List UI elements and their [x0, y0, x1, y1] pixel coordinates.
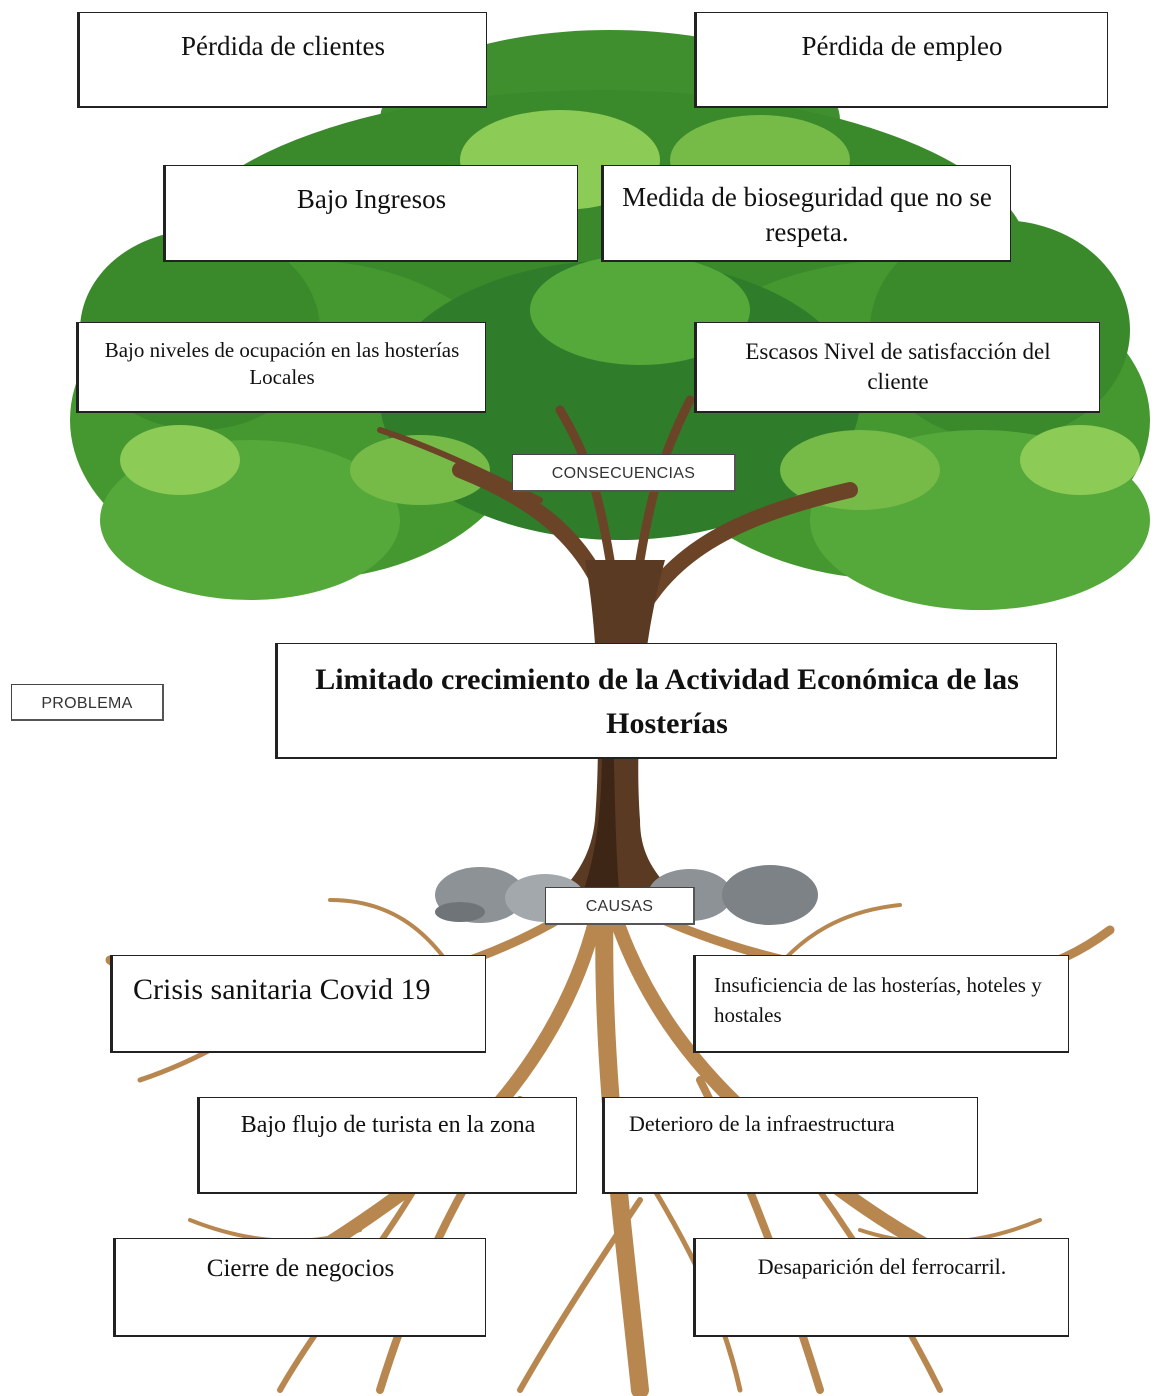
cause-box: Cierre de negocios — [113, 1238, 486, 1337]
cause-box: Deterioro de la infraestructura — [602, 1097, 978, 1194]
consequence-text: Bajo Ingresos — [296, 184, 447, 214]
cause-text: Insuficiencia de las hosterías, hoteles … — [714, 973, 1042, 1028]
consequence-text: Pérdida de empleo — [801, 31, 1003, 61]
consequence-box: Pérdida de empleo — [694, 12, 1108, 108]
consequence-box: Bajo Ingresos — [163, 165, 578, 262]
problem-box: Limitado crecimiento de la Actividad Eco… — [275, 643, 1057, 759]
consequence-text: Pérdida de clientes — [181, 31, 385, 61]
cause-box: Desaparición del ferrocarril. — [693, 1238, 1069, 1337]
causes-label: CAUSAS — [545, 887, 695, 925]
cause-text: Crisis sanitaria Covid 19 — [133, 973, 431, 1006]
cause-box: Bajo flujo de turista en la zona — [197, 1097, 577, 1194]
consequence-text: Medida de bioseguridad que no se respeta… — [622, 182, 992, 248]
cause-box: Crisis sanitaria Covid 19 — [110, 955, 486, 1053]
problem-text: Limitado crecimiento de la Actividad Eco… — [315, 663, 1019, 740]
consequence-text: Escasos Nivel de satisfacción del client… — [745, 339, 1051, 394]
cause-text: Deterioro de la infraestructura — [629, 1111, 895, 1136]
consequence-box: Medida de bioseguridad que no se respeta… — [601, 165, 1011, 262]
cause-text: Desaparición del ferrocarril. — [757, 1254, 1007, 1279]
cause-text: Bajo flujo de turista en la zona — [240, 1112, 536, 1138]
problem-label: PROBLEMA — [11, 684, 164, 721]
consequence-box: Bajo niveles de ocupación en las hosterí… — [76, 322, 486, 413]
canopy — [70, 30, 1150, 610]
cause-text: Cierre de negocios — [206, 1255, 395, 1282]
cause-box: Insuficiencia de las hosterías, hoteles … — [693, 955, 1069, 1053]
consequence-text: Bajo niveles de ocupación en las hosterí… — [104, 338, 460, 390]
consequence-box: Pérdida de clientes — [77, 12, 487, 108]
consequence-box: Escasos Nivel de satisfacción del client… — [694, 322, 1100, 413]
consequences-label: CONSECUENCIAS — [512, 454, 736, 492]
